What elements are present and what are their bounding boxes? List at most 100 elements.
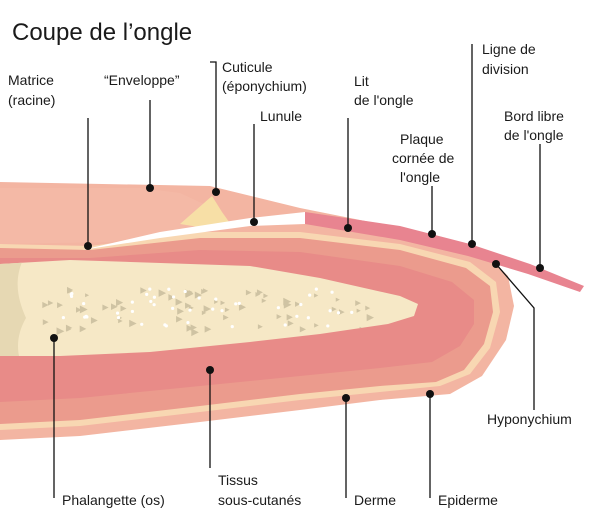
bone-texture-speck	[186, 320, 190, 325]
bone-texture-speck	[237, 301, 241, 305]
bone-texture-mark	[186, 324, 194, 332]
bone-texture-speck	[188, 308, 192, 312]
bone-texture-mark	[203, 305, 211, 313]
label-tissus: Tissus sous-cutanés	[218, 472, 301, 508]
bone-texture-mark	[116, 299, 124, 307]
bone-texture-speck	[308, 293, 312, 297]
label-derme: Derme	[354, 492, 396, 508]
bone-texture-speck	[130, 300, 134, 304]
bone-texture-speck	[230, 324, 234, 329]
dot-lit	[344, 224, 352, 232]
bone-texture-speck	[167, 287, 171, 291]
bone-texture-speck	[171, 295, 176, 299]
bone-texture-mark	[79, 325, 87, 333]
leader-lines	[53, 44, 541, 498]
label-enveloppe: “Enveloppe”	[104, 72, 180, 88]
bone-texture-speck	[211, 307, 215, 311]
bone-texture-mark	[79, 305, 88, 314]
bone-texture-mark	[56, 327, 65, 336]
dot-lunule	[250, 218, 258, 226]
bone-texture-mark	[177, 307, 184, 315]
bone-texture-speck	[350, 310, 354, 314]
bone-texture-mark	[365, 305, 371, 311]
bone-texture-mark	[47, 300, 54, 306]
bone-texture-mark	[201, 310, 207, 316]
bone-texture-mark	[194, 291, 202, 299]
bone-texture-mark	[57, 302, 63, 309]
bone-texture-speck	[197, 296, 201, 300]
bone-texture-speck	[152, 295, 157, 299]
bone-texture-mark	[339, 309, 345, 315]
bone-texture-speck	[84, 314, 88, 318]
bone-texture-mark	[42, 301, 49, 309]
nail-plate	[305, 212, 584, 292]
bone-texture-speck	[140, 322, 144, 326]
bone-texture-mark	[245, 289, 252, 296]
dot-enveloppe	[146, 184, 154, 192]
bone-texture-mark	[331, 306, 337, 312]
bone-texture-speck	[328, 309, 332, 313]
label-bord: Bord libre de l'ongle	[504, 108, 568, 143]
bone-texture-mark	[176, 315, 183, 323]
label-ligne: Ligne de division	[482, 41, 540, 77]
bone-texture-mark	[204, 325, 212, 333]
bone-texture-speck	[130, 309, 135, 314]
bone-texture-speck	[171, 306, 175, 310]
label-matrice: Matrice (racine)	[8, 72, 58, 108]
bone-texture-speck	[314, 287, 318, 291]
lunula	[82, 212, 305, 250]
leader-dots	[50, 184, 544, 402]
bone-texture-mark	[283, 300, 292, 309]
bone-texture-speck	[306, 316, 310, 320]
label-hyponychium: Hyponychium	[487, 411, 572, 427]
bone-texture-mark	[185, 302, 192, 309]
bone-texture-mark	[257, 324, 263, 330]
bone-texture-mark	[355, 300, 361, 307]
bone-texture-mark	[42, 319, 49, 326]
bone-texture-mark	[295, 301, 301, 307]
leader-hyponychium	[495, 263, 535, 410]
bone-texture-mark	[224, 307, 230, 313]
bone-texture-mark	[214, 299, 219, 304]
dot-phalangette	[50, 334, 58, 342]
bone-texture-mark	[66, 326, 72, 332]
bone-texture-speck	[183, 289, 187, 294]
bone-texture-speck	[152, 303, 156, 307]
bone-texture-speck	[220, 309, 224, 313]
bone-texture-speck	[214, 297, 218, 301]
bone-texture-speck	[115, 311, 120, 315]
dot-plaque	[428, 230, 436, 238]
leader-cuticule	[210, 61, 217, 192]
dot-tissus	[206, 366, 214, 374]
bone-texture-speck	[116, 315, 121, 320]
bone-texture-mark	[118, 318, 123, 324]
label-cuticule: Cuticule (éponychium)	[222, 59, 307, 94]
bone-texture-mark	[140, 287, 147, 294]
bone-texture-mark	[366, 314, 372, 320]
label-epiderme: Epiderme	[438, 492, 498, 508]
bone-texture-speck	[283, 323, 287, 327]
bone-texture-speck	[330, 290, 334, 294]
bone-texture-mark	[90, 317, 98, 324]
bone-texture-speck	[145, 292, 149, 296]
bone-texture-mark	[335, 297, 340, 302]
bone-texture-speck	[326, 324, 330, 328]
dot-hyponychium	[492, 260, 500, 268]
diagram-title: Coupe de l’ongle	[12, 19, 192, 46]
bone-texture-mark	[255, 291, 261, 297]
bone-texture-mark	[286, 314, 293, 321]
bone-texture-mark	[263, 293, 269, 299]
bone-texture-mark	[201, 288, 207, 295]
bone-texture-mark	[185, 289, 194, 298]
bone-texture-speck	[299, 302, 303, 307]
bone-texture-mark	[168, 294, 175, 301]
bone-texture-speck	[82, 302, 86, 306]
bone-texture-mark	[67, 289, 73, 294]
bone-texture-speck	[69, 294, 74, 299]
bone-texture-mark	[191, 328, 199, 337]
dot-ligne	[468, 240, 476, 248]
bone-texture-mark	[238, 303, 247, 311]
bone-texture-mark	[299, 326, 306, 333]
